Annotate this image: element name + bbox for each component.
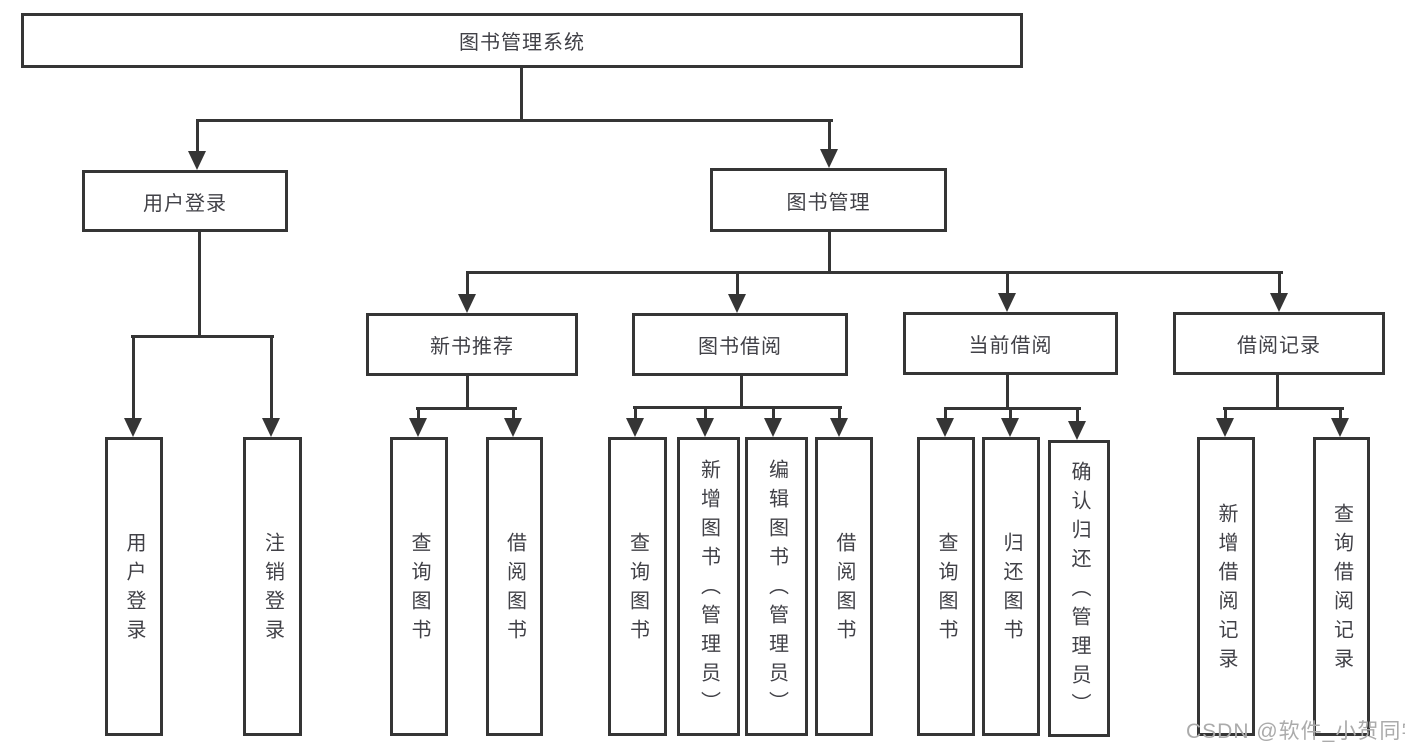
node-book-borrowing: 图书借阅	[632, 313, 848, 376]
node-current-return-books: 归还图书	[982, 437, 1040, 736]
node-borrow-add-books-admin: 新增图书（管理员）	[677, 437, 740, 736]
node-new-book-recommendation: 新书推荐	[366, 313, 578, 376]
node-borrow-borrow-books: 借阅图书	[815, 437, 873, 736]
connector-records-rail	[1223, 407, 1344, 410]
connector-user-login-rail	[131, 335, 274, 338]
connector-borrowing-stem	[740, 376, 743, 407]
arrow-down-to-user-login-leaf	[124, 336, 142, 437]
arrow-down-to-logout-leaf	[262, 336, 280, 437]
arrow-down-to-records-add-record	[1216, 408, 1234, 437]
arrow-down-to-current-return-books	[1001, 408, 1019, 437]
node-records-query-record: 查询借阅记录	[1313, 437, 1370, 736]
node-records-add-record: 新增借阅记录	[1197, 437, 1255, 736]
connector-records-stem	[1276, 375, 1279, 408]
arrow-down-to-current-confirm-return	[1068, 408, 1086, 440]
connector-current-stem	[1006, 375, 1009, 408]
arrow-down-to-borrow-borrow-books	[830, 407, 848, 437]
node-user-login: 用户登录	[105, 437, 163, 736]
arrow-down-to-book-borrowing	[728, 272, 746, 313]
connector-recommendation-stem	[466, 376, 469, 408]
node-current-borrowing: 当前借阅	[903, 312, 1118, 375]
connector-recommendation-rail	[416, 407, 517, 410]
node-current-confirm-return-admin: 确认归还（管理员）	[1048, 440, 1110, 737]
watermark: CSDN @软件_小贺同学	[1186, 720, 1405, 743]
node-book-management: 图书管理	[710, 168, 947, 232]
arrow-down-to-borrow-edit-books	[764, 407, 782, 437]
connector-level2-rail	[466, 271, 1283, 274]
arrow-down-to-rec-query-books	[409, 408, 427, 437]
node-current-query-books: 查询图书	[917, 437, 975, 736]
node-borrowing-records: 借阅记录	[1173, 312, 1385, 375]
connector-book-management-stem	[828, 232, 831, 272]
connector-current-rail	[944, 407, 1081, 410]
arrow-down-to-book-management	[820, 120, 838, 168]
connector-root-stem	[520, 68, 523, 120]
node-logout: 注销登录	[243, 437, 302, 736]
arrow-down-to-current-query-books	[936, 408, 954, 437]
arrow-down-to-borrowing-records	[1270, 272, 1288, 312]
arrow-down-to-current-borrowing	[998, 272, 1016, 312]
node-rec-borrow-books: 借阅图书	[486, 437, 543, 736]
arrow-down-to-borrow-add-books	[696, 407, 714, 437]
connector-level1-rail	[196, 119, 833, 122]
node-rec-query-books: 查询图书	[390, 437, 448, 736]
node-borrow-query-books: 查询图书	[608, 437, 667, 736]
arrow-down-to-borrow-query-books	[626, 407, 644, 437]
arrow-down-to-records-query-record	[1331, 408, 1349, 437]
arrow-down-to-new-book-recommendation	[458, 272, 476, 313]
connector-borrowing-rail	[633, 406, 842, 409]
node-library-management-system: 图书管理系统	[21, 13, 1023, 68]
arrow-down-to-rec-borrow-books	[504, 408, 522, 437]
arrow-down-to-user-login	[188, 120, 206, 170]
node-user-login-branch: 用户登录	[82, 170, 288, 232]
node-borrow-edit-books-admin: 编辑图书（管理员）	[745, 437, 808, 736]
connector-user-login-stem	[198, 232, 201, 336]
